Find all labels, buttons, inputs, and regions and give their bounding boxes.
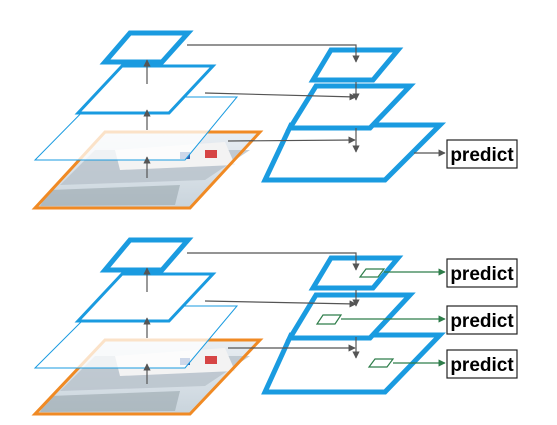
predict-box [446, 305, 518, 335]
predict-box [446, 139, 518, 169]
predict-label: predict [450, 264, 514, 285]
topdown-level-1-bottom [308, 255, 404, 291]
lateral-connection [187, 44, 360, 63]
top-panel: predict [31, 30, 518, 210]
bottomup-level-3-top [99, 30, 194, 65]
topdown-level-2-top [285, 83, 416, 131]
predict-box [446, 258, 518, 288]
bottom-panel: predict predict predict [31, 237, 518, 416]
topdown-level-2-bottom [285, 292, 416, 341]
lateral-connection [204, 92, 357, 101]
topdown-level-1-top [308, 47, 404, 83]
topdown-level-3-bottom [261, 332, 446, 395]
predict-label: predict [450, 311, 514, 332]
lateral-connection [227, 136, 356, 144]
region-box [315, 314, 343, 325]
region-box [367, 358, 395, 368]
topdown-level-3-top [261, 122, 447, 183]
region-box [358, 268, 386, 278]
predict-label: predict [450, 355, 514, 376]
lateral-connection [187, 252, 360, 271]
lateral-connection [204, 300, 357, 308]
bottomup-level-2-top [74, 64, 217, 115]
bottomup-level-2-bottom [74, 272, 217, 323]
predict-box [446, 349, 518, 379]
bottomup-level-3-bottom [99, 237, 194, 273]
predict-label: predict [450, 145, 514, 166]
